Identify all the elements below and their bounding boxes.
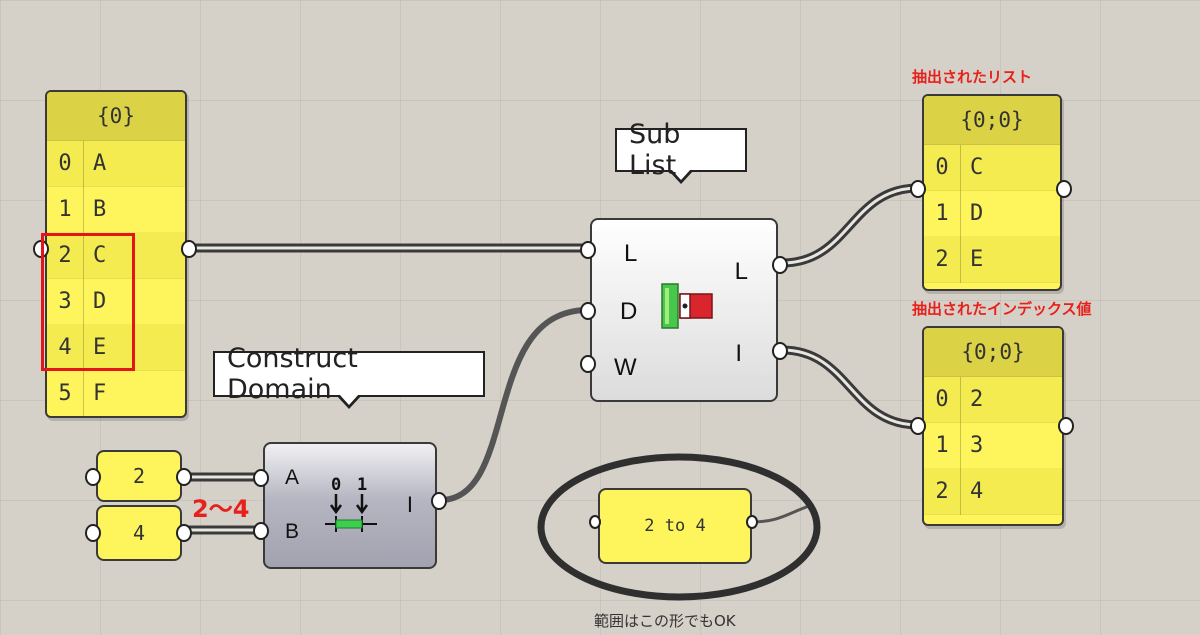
wire-sublist-list-out <box>777 183 923 268</box>
source-panel-output-grip[interactable] <box>181 240 197 258</box>
highlight-ellipse <box>537 453 821 601</box>
number-start-input-grip[interactable] <box>85 468 101 486</box>
item-value: C <box>93 243 107 268</box>
domain-input-b-grip[interactable] <box>253 522 269 540</box>
sublist-output-i-grip[interactable] <box>772 342 788 360</box>
item-index: 1 <box>935 201 949 226</box>
domain-value-panel[interactable]: 2 to 4 <box>598 488 752 564</box>
item-index: 3 <box>58 289 72 314</box>
item-value: D <box>970 201 984 226</box>
domain-panel-output-grip[interactable] <box>746 515 758 529</box>
number-value: 4 <box>132 521 146 545</box>
wire-domain-panel-out <box>750 503 814 524</box>
sublist-output-l-grip[interactable] <box>772 256 788 274</box>
panel-header: {0;0} <box>924 328 1062 377</box>
port-label-a: A <box>285 466 300 489</box>
number-value: 2 <box>132 464 146 488</box>
sublist-input-l-grip[interactable] <box>580 241 596 259</box>
domain-panel-input-grip[interactable] <box>589 515 601 529</box>
selected-range-highlight <box>41 233 135 371</box>
item-value: 2 <box>970 387 984 412</box>
item-index: 0 <box>58 151 72 176</box>
item-index: 2 <box>935 479 949 504</box>
sublist-input-d-grip[interactable] <box>580 302 596 320</box>
port-label-l-in: L <box>624 240 638 267</box>
domain-value-text: 2 to 4 <box>644 516 706 536</box>
panel-header: {0} <box>47 92 185 141</box>
item-value: D <box>93 289 107 314</box>
item-index: 1 <box>935 433 949 458</box>
icon-label-1: 1 <box>357 475 367 495</box>
item-index: 2 <box>58 243 72 268</box>
item-value: A <box>93 151 107 176</box>
domain-output-grip[interactable] <box>431 492 447 510</box>
extracted-indices-output-grip[interactable] <box>1058 417 1074 435</box>
icon-label-0: 0 <box>331 475 341 495</box>
sublist-icon <box>661 283 713 329</box>
number-end-output-grip[interactable] <box>176 524 192 542</box>
sublist-tooltip: Sub List <box>615 119 747 184</box>
number-panel-start[interactable]: 2 <box>96 450 182 502</box>
panel-header: {0;0} <box>924 96 1060 145</box>
number-panel-end[interactable]: 4 <box>96 505 182 561</box>
wire-sublist-index-out <box>777 345 923 430</box>
item-value: C <box>970 155 984 180</box>
item-index: 1 <box>58 197 72 222</box>
extracted-indices-input-grip[interactable] <box>910 417 926 435</box>
port-label-b: B <box>285 520 300 543</box>
wire-domain-to-sublist <box>437 307 591 503</box>
item-index: 0 <box>935 387 949 412</box>
item-value: E <box>93 335 107 360</box>
extracted-list-output-grip[interactable] <box>1056 180 1072 198</box>
item-value: E <box>970 247 984 272</box>
port-label-w: W <box>614 354 637 381</box>
sublist-input-w-grip[interactable] <box>580 355 596 373</box>
item-value: 3 <box>970 433 984 458</box>
range-note: 範囲はこの形でもOK <box>594 612 736 630</box>
tooltip-text: Construct Domain <box>227 343 358 405</box>
domain-range-annotation: 2〜4 <box>192 495 250 523</box>
tooltip-text: Sub List <box>629 119 681 181</box>
item-index: 2 <box>935 247 949 272</box>
extracted-list-input-grip[interactable] <box>910 180 926 198</box>
item-value: 4 <box>970 479 984 504</box>
item-index: 0 <box>935 155 949 180</box>
extracted-indices-title: 抽出されたインデックス値 <box>912 300 1092 318</box>
construct-domain-tooltip: Construct Domain <box>213 343 485 409</box>
construct-domain-component[interactable]: A B I 0 1 <box>263 442 437 569</box>
item-value: F <box>93 381 107 406</box>
sublist-component[interactable]: L D W L I <box>590 218 778 402</box>
port-label-i: I <box>406 492 413 517</box>
port-label-l-out: L <box>734 258 748 285</box>
construct-domain-icon: 0 1 <box>325 475 377 532</box>
number-end-input-grip[interactable] <box>85 524 101 542</box>
port-label-d: D <box>620 298 638 325</box>
item-value: B <box>93 197 107 222</box>
item-index: 4 <box>58 335 72 360</box>
extracted-list-title: 抽出されたリスト <box>912 68 1033 86</box>
port-label-i-out: I <box>735 340 742 367</box>
domain-input-a-grip[interactable] <box>253 469 269 487</box>
number-start-output-grip[interactable] <box>176 468 192 486</box>
item-index: 5 <box>58 381 72 406</box>
